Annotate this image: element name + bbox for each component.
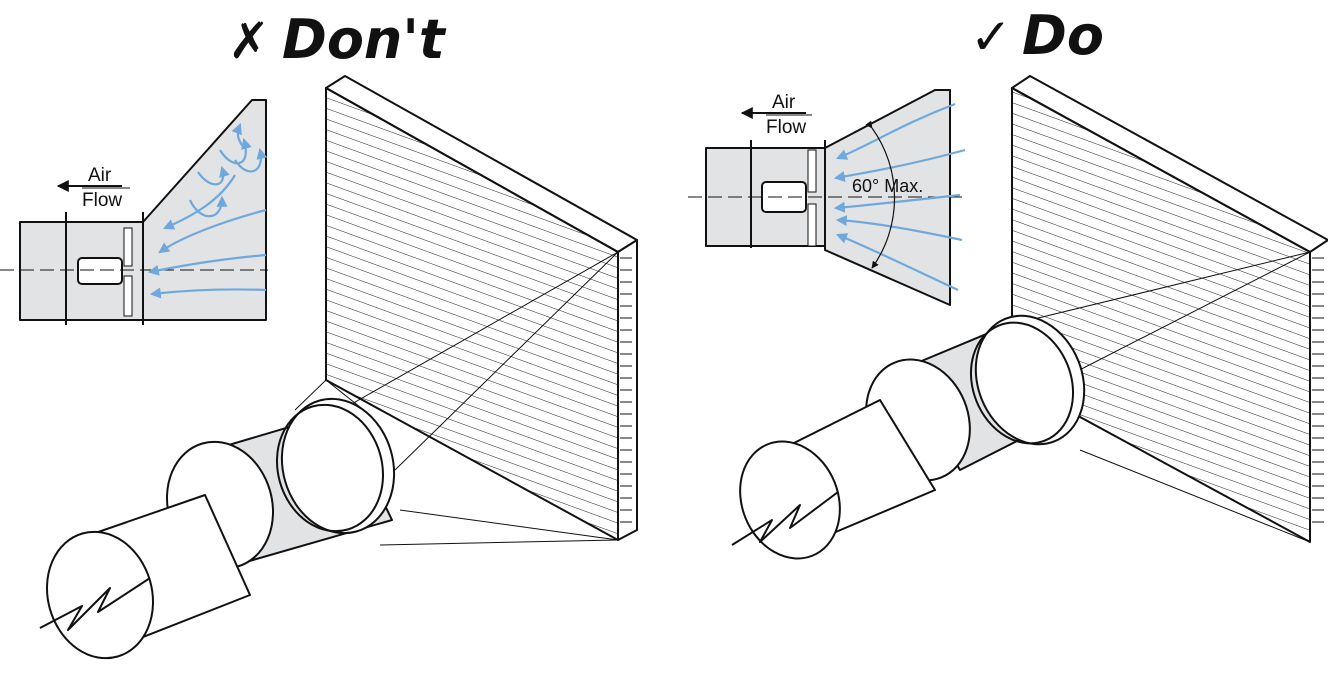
check-icon: ✓ [970, 8, 1012, 66]
cross-icon: ✗ [228, 12, 270, 70]
coil-do [1011, 75, 1328, 543]
panel-title-do: Do [1022, 4, 1104, 67]
hood-do [1029, 251, 1311, 543]
air-label-do: Air [772, 92, 796, 113]
inset-dont: Air Flow [0, 99, 268, 325]
panel-do: ✓ Do [688, 4, 1328, 560]
duct-do [731, 314, 1086, 560]
flow-label-do: Flow [766, 117, 806, 138]
flow-label-dont: Flow [82, 190, 122, 211]
air-label-dont: Air [88, 165, 112, 186]
panel-dont: ✗ Don't [0, 8, 638, 660]
coil-dont [325, 75, 638, 541]
panel-title-dont: Don't [282, 8, 447, 71]
hood-dont [294, 251, 619, 546]
angle-label: 60° Max. [852, 176, 923, 196]
inset-do: 60° Max. Air Flow [688, 89, 968, 306]
duct-dont [39, 397, 396, 660]
